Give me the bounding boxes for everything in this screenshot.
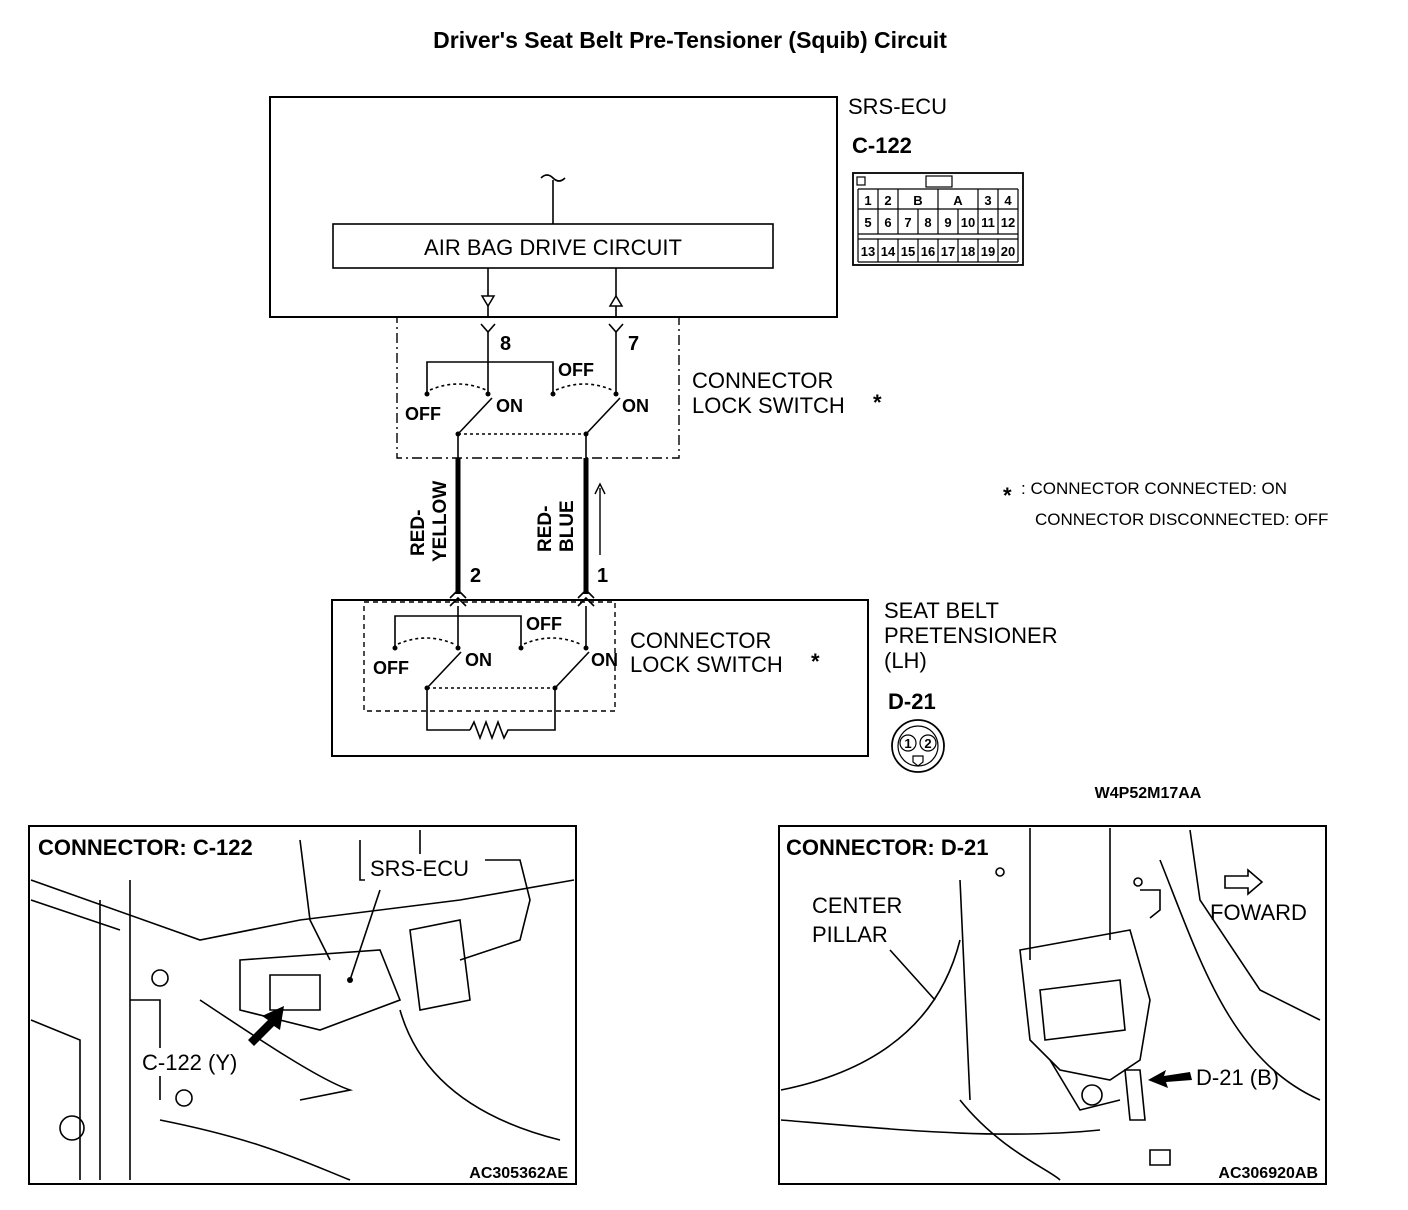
pretensioner-label-2: PRETENSIONER [884, 623, 1058, 648]
pin-label: 13 [861, 244, 875, 259]
terminal-7-mark [608, 323, 624, 334]
pretensioner-label-1: SEAT BELT [884, 598, 999, 623]
power-source-icon [540, 174, 566, 182]
pin-label: 18 [961, 244, 975, 259]
ecu-lock-switch-box [396, 316, 680, 459]
input-arrow-icon [608, 294, 624, 307]
photo-left-code: AC305362AE [469, 1165, 568, 1182]
pin-label: 20 [1001, 244, 1015, 259]
current-arrow-head-icon [594, 482, 606, 495]
pin-label: 4 [1004, 193, 1012, 208]
note-star: * [1003, 483, 1012, 508]
terminal-2-label: 2 [470, 565, 481, 587]
photo-left-srs-label: SRS-ECU [370, 856, 469, 881]
squib-resistor-icon [469, 719, 512, 741]
pin-label: 14 [881, 244, 896, 259]
connector-d21-photo [778, 825, 1327, 1185]
terminal-8-mark [480, 323, 496, 334]
pin-label: 15 [901, 244, 915, 259]
srs-ecu-label: SRS-ECU [848, 94, 947, 119]
photo-left-heading: CONNECTOR: C-122 [38, 835, 253, 860]
pret-right-off-label: OFF [526, 614, 562, 634]
ecu-right-on-label: ON [622, 396, 649, 416]
d21-pin-1: 1 [904, 736, 911, 751]
pin-label: 16 [921, 244, 935, 259]
note-line-2: CONNECTOR DISCONNECTED: OFF [1035, 510, 1328, 529]
wire-right-color-2: BLUE [557, 500, 578, 552]
pin-label: 1 [864, 193, 871, 208]
pin-label: 3 [984, 193, 991, 208]
photo-left-connector-label: C-122 (Y) [142, 1050, 237, 1075]
pin-label: 6 [884, 215, 891, 230]
output-arrow-icon [480, 295, 496, 308]
ecu-lock-switch-label-1: CONNECTOR [692, 368, 833, 393]
ecu-lock-switch-label-2: LOCK SWITCH [692, 393, 845, 418]
ecu-left-off-label: OFF [405, 404, 441, 424]
pin-label: B [913, 193, 922, 208]
pin-label: 19 [981, 244, 995, 259]
pin-label: 9 [944, 215, 951, 230]
diagram-code: W4P52M17AA [1095, 785, 1202, 802]
pret-lock-switch-label-1: CONNECTOR [630, 628, 771, 653]
connector-c122-photo [28, 825, 577, 1185]
pret-left-off-label: OFF [373, 658, 409, 678]
photo-right-connector-label: D-21 (B) [1196, 1065, 1279, 1090]
ecu-connector-id: C-122 [852, 133, 912, 158]
pin-label: 12 [1001, 215, 1015, 230]
connector-chevron-icon [449, 588, 595, 607]
pin-label: 10 [961, 215, 975, 230]
pret-lock-switch-label-2: LOCK SWITCH [630, 652, 783, 677]
photo-right-forward-label: FOWARD [1210, 900, 1307, 925]
d21-connector-face [891, 719, 945, 773]
terminal-1-label: 1 [597, 565, 608, 587]
air-bag-drive-circuit-box [332, 223, 774, 269]
pointer-arrow-icon [1148, 1070, 1192, 1088]
note-line-1: : CONNECTOR CONNECTED: ON [1021, 479, 1287, 498]
ecu-right-off-label: OFF [558, 360, 594, 380]
pin-label: 17 [941, 244, 955, 259]
pin-label: 5 [864, 215, 871, 230]
pret-right-on-label: ON [591, 650, 618, 670]
pret-left-on-label: ON [465, 650, 492, 670]
pretensioner-connector-id: D-21 [888, 689, 936, 714]
ecu-lock-switch-asterisk: * [873, 390, 882, 415]
srs-ecu-box [269, 96, 838, 318]
photo-right-code: AC306920AB [1218, 1165, 1318, 1182]
wire-left-color-2: YELLOW [430, 481, 451, 562]
terminal-8-label: 8 [500, 333, 511, 355]
wire-left-color-1: RED- [408, 510, 429, 556]
pretensioner-box [331, 599, 869, 757]
pin-label: 2 [884, 193, 891, 208]
wire-right-color-1: RED- [535, 506, 556, 552]
pretensioner-label-3: (LH) [884, 648, 927, 673]
pin-label: 11 [981, 215, 995, 230]
pin-label: 8 [924, 215, 931, 230]
ecu-left-on-label: ON [496, 396, 523, 416]
c122-connector-face: 1 2 B A 3 4 5 6 7 8 9 10 11 12 13 14 15 … [852, 172, 1024, 266]
terminal-7-label: 7 [628, 333, 639, 355]
pin-label: 7 [904, 215, 911, 230]
pin-label: A [953, 193, 963, 208]
photo-right-pillar-label-2: PILLAR [812, 922, 888, 947]
photo-right-heading: CONNECTOR: D-21 [786, 835, 989, 860]
d21-pin-2: 2 [924, 736, 931, 751]
air-bag-drive-circuit-label: AIR BAG DRIVE CIRCUIT [424, 235, 682, 260]
pointer-arrow-icon [248, 1006, 284, 1046]
photo-right-pillar-label-1: CENTER [812, 893, 902, 918]
diagram-title: Driver's Seat Belt Pre-Tensioner (Squib)… [433, 27, 947, 53]
forward-arrow-icon [1224, 868, 1264, 896]
pret-lock-switch-asterisk: * [811, 649, 820, 674]
